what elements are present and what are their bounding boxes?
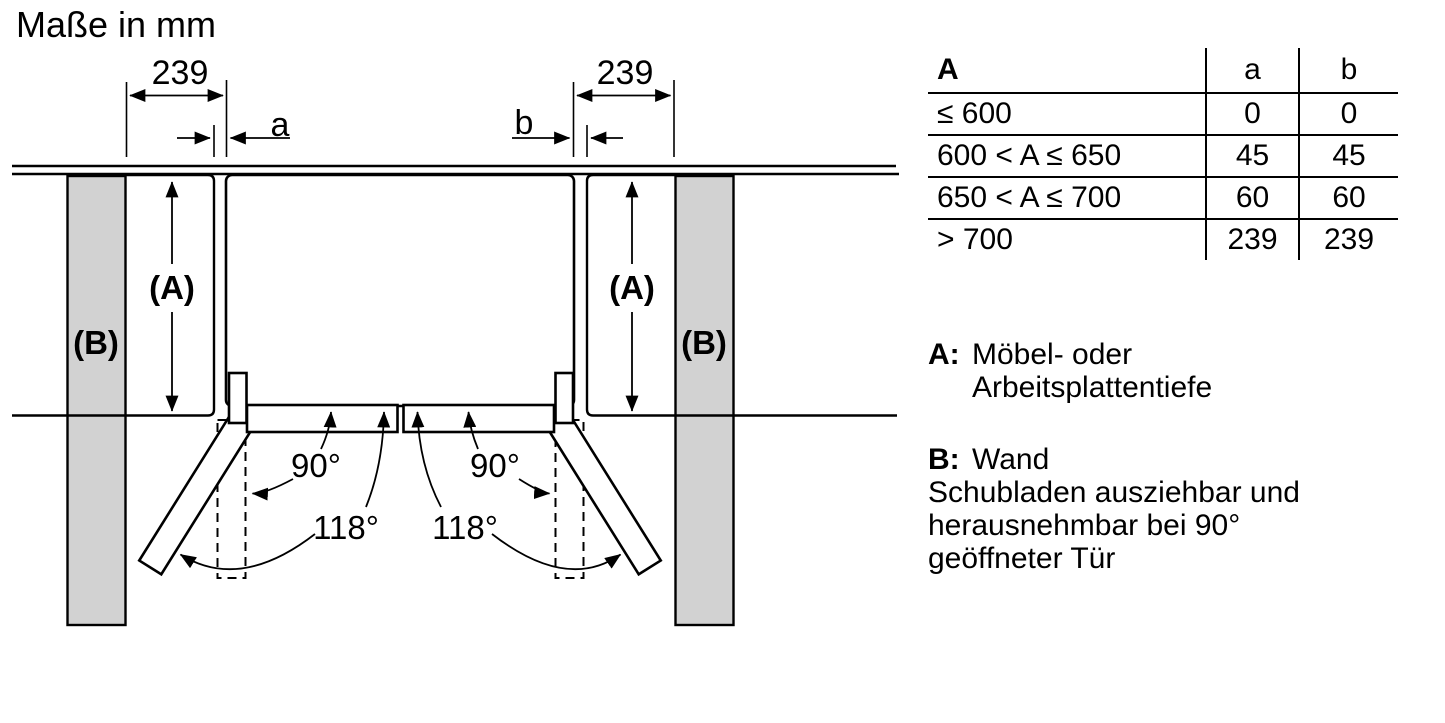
legend: A: Möbel- oder Arbeitsplattentiefe B: Wa… bbox=[928, 338, 1398, 575]
cell-range: 650 < A ≤ 700 bbox=[928, 177, 1206, 220]
col-header-a: a bbox=[1205, 48, 1299, 94]
door-right-90-dashed bbox=[554, 419, 585, 579]
legend-note-line2: herausnehmbar bei 90° bbox=[928, 509, 1241, 542]
right-cabinet-outline bbox=[585, 173, 897, 417]
legend-entry-B: B: Wand bbox=[928, 443, 1398, 476]
table-row: 650 < A ≤ 700 60 60 bbox=[928, 177, 1398, 220]
cell-b: 239 bbox=[1298, 219, 1398, 260]
angle-118-left-label: 118° bbox=[313, 509, 379, 546]
gap-b-label: b bbox=[515, 104, 534, 142]
extension-lines bbox=[125, 80, 675, 157]
right-118-to-closed-door bbox=[411, 411, 442, 508]
legend-text-A-line2: Arbeitsplattentiefe bbox=[972, 371, 1213, 404]
cell-range: > 700 bbox=[937, 223, 1013, 256]
door-right-closed bbox=[402, 403, 556, 434]
wall-label-right: (B) bbox=[681, 324, 727, 361]
left-90-to-closed-door bbox=[320, 411, 337, 450]
angle-118-right-label: 118° bbox=[432, 509, 498, 546]
legend-spacer bbox=[928, 404, 1398, 443]
cell-a: 60 bbox=[1205, 177, 1299, 220]
left-hinge bbox=[227, 371, 248, 425]
legend-text-B: Wand bbox=[972, 443, 1050, 476]
legend-note-line3: geöffneter Tür bbox=[928, 542, 1116, 575]
gap-a-label: a bbox=[271, 106, 290, 144]
table-row: ≤ 600 0 0 bbox=[928, 93, 1398, 136]
cell-a: 0 bbox=[1205, 93, 1299, 136]
back-wall-lines bbox=[12, 164, 899, 176]
cell-b: 60 bbox=[1298, 177, 1398, 220]
wall-label-left: (B) bbox=[73, 324, 119, 361]
cell-b: 45 bbox=[1298, 135, 1398, 178]
dim-239-left-label: 239 bbox=[152, 54, 209, 92]
fridge-body bbox=[224, 173, 576, 408]
spec-table: A a b ≤ 600 0 0 600 < A ≤ 650 45 45 650 … bbox=[928, 48, 1398, 260]
legend-entry-A: A: Möbel- oder bbox=[928, 338, 1398, 371]
left-cabinet-outline bbox=[12, 173, 216, 417]
left-118-to-closed-door bbox=[365, 411, 391, 508]
left-118-to-open-door bbox=[179, 533, 316, 571]
right-90-to-closed-door bbox=[463, 411, 479, 450]
door-left-closed bbox=[245, 403, 399, 434]
table-header-row: A a b bbox=[928, 48, 1398, 94]
door-left-90-dashed bbox=[216, 419, 247, 579]
cell-range: ≤ 600 bbox=[928, 93, 1206, 136]
door-left-open-118 bbox=[137, 410, 256, 577]
right-hinge bbox=[554, 371, 575, 425]
angle-90-right-label: 90° bbox=[470, 447, 520, 484]
installation-diagram: Maße in mm bbox=[12, 4, 899, 627]
angle-90-left-label: 90° bbox=[291, 447, 341, 484]
angle-leaders bbox=[179, 411, 622, 571]
depth-label-right: (A) bbox=[609, 269, 655, 306]
right-90-to-dashed-door bbox=[518, 478, 551, 500]
table-row: 600 < A ≤ 650 45 45 bbox=[928, 135, 1398, 178]
col-header-b: b bbox=[1298, 48, 1398, 94]
col-header-A: A bbox=[928, 48, 1206, 94]
left-90-to-dashed-door bbox=[251, 478, 294, 501]
cell-b: 0 bbox=[1298, 93, 1398, 136]
page-title: Maße in mm bbox=[16, 4, 216, 45]
cell-a: 239 bbox=[1205, 219, 1299, 260]
cell-range: 600 < A ≤ 650 bbox=[928, 135, 1206, 178]
legend-text-A-line1: Möbel- oder bbox=[972, 338, 1133, 371]
table-row: > 700 239 239 bbox=[928, 219, 1398, 260]
door-right-open-118 bbox=[544, 410, 663, 577]
depth-label-left: (A) bbox=[149, 269, 195, 306]
legend-key-B: B: bbox=[928, 443, 960, 476]
right-118-to-open-door bbox=[491, 533, 622, 571]
cell-a: 45 bbox=[1205, 135, 1299, 178]
dim-239-right-label: 239 bbox=[597, 54, 654, 92]
legend-note-line1: Schubladen ausziehbar und bbox=[928, 476, 1300, 509]
right-wall bbox=[674, 174, 735, 627]
legend-key-A: A: bbox=[928, 338, 960, 371]
left-wall bbox=[66, 174, 127, 627]
